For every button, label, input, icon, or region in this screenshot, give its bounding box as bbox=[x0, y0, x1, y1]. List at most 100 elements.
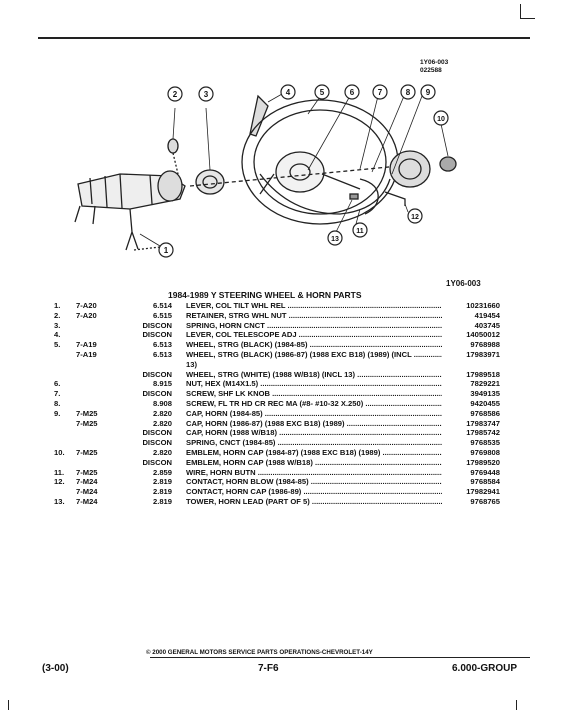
part-code: DISCON bbox=[142, 320, 172, 330]
part-description: WIRE, HORN BUTN ........................… bbox=[186, 467, 442, 477]
callout-10: 10 bbox=[437, 116, 445, 123]
part-number: 9769808 bbox=[470, 447, 500, 457]
ref-code-line: 022588 bbox=[420, 67, 442, 74]
part-page-ref: 7-M25 bbox=[76, 418, 98, 428]
part-number: 403745 bbox=[474, 320, 500, 330]
part-code: 6.515 bbox=[152, 310, 172, 320]
callout-7: 7 bbox=[378, 88, 383, 97]
part-code: 6.513 bbox=[152, 340, 172, 350]
part-code: 2.820 bbox=[152, 447, 172, 457]
callout-circle bbox=[372, 84, 388, 100]
part-description: NUT, HEX (M14X1.5) .....................… bbox=[186, 379, 442, 389]
part-code: DISCON bbox=[142, 330, 172, 340]
part-description: SCREW, SHF LK KNOB .....................… bbox=[186, 389, 442, 399]
part-number: 9768535 bbox=[470, 438, 500, 448]
part-row: DISCON EMBLEM, HORN CAP (1988 W/B18) ....… bbox=[48, 458, 500, 468]
callout-6: 6 bbox=[350, 88, 355, 97]
part-page-ref: 7-M24 bbox=[76, 496, 98, 506]
callout-circle bbox=[158, 242, 174, 258]
footer-rule bbox=[150, 657, 530, 658]
part-number: 17982941 bbox=[466, 487, 500, 497]
part-number: 9768765 bbox=[470, 496, 500, 506]
part-description: EMBLEM, HORN CAP (1988 W/B18) ..........… bbox=[186, 457, 442, 467]
callout-circle bbox=[433, 110, 449, 126]
callout-9: 9 bbox=[426, 88, 431, 97]
part-code: DISCON bbox=[142, 369, 172, 379]
part-item-number: 2. bbox=[54, 310, 61, 320]
callout-4: 4 bbox=[286, 88, 291, 97]
crop-mark bbox=[516, 700, 527, 710]
part-description: LEVER, COL TELESCOPE ADJ ...............… bbox=[186, 330, 442, 340]
part-page-ref: 7-M25 bbox=[76, 467, 98, 477]
part-code: 2.819 bbox=[152, 487, 172, 497]
crop-mark bbox=[520, 4, 535, 19]
part-page-ref: 7-M24 bbox=[76, 477, 98, 487]
footer-date: (3-00) bbox=[42, 663, 69, 674]
callout-11: 11 bbox=[356, 228, 364, 235]
part-number: 17989518 bbox=[466, 369, 500, 379]
part-description: SPRING, CNCT (1984-85) .................… bbox=[186, 438, 442, 448]
callout-circle bbox=[198, 86, 214, 102]
part-number: 17989520 bbox=[466, 457, 500, 467]
part-row: 4. DISCON LEVER, COL TELESCOPE ADJ .......… bbox=[48, 330, 500, 340]
part-description: EMBLEM, HORN CAP (1984-87) (1988 EXC B18… bbox=[186, 447, 442, 457]
part-item-number: 8. bbox=[54, 398, 61, 408]
callout-8: 8 bbox=[406, 88, 411, 97]
part-page-ref: 7-A19 bbox=[76, 349, 97, 359]
part-description: SPRING, HORN CNCT ......................… bbox=[186, 320, 442, 330]
callout-circle bbox=[167, 86, 183, 102]
part-page-ref: 7-M25 bbox=[76, 408, 98, 418]
part-number: 10231660 bbox=[466, 301, 500, 310]
callout-13: 13 bbox=[331, 236, 339, 243]
part-number: 17985742 bbox=[466, 428, 500, 438]
part-number: 17983971 bbox=[466, 349, 500, 359]
callout-5: 5 bbox=[320, 88, 325, 97]
callout-circle bbox=[400, 84, 416, 100]
part-description: TOWER, HORN LEAD (PART OF 5) ...........… bbox=[186, 496, 442, 506]
part-item-number: 4. bbox=[54, 330, 61, 340]
callout-circle bbox=[314, 84, 330, 100]
figure-label: 1Y06-003 bbox=[446, 279, 481, 288]
part-item-number: 12. bbox=[54, 477, 65, 487]
callout-circle bbox=[327, 230, 343, 246]
part-item-number: 1. bbox=[54, 301, 61, 310]
ref-code-line: 1Y06-003 bbox=[420, 59, 449, 66]
part-description: SCREW, FL TR HD CR REC MA (#8- #10-32 X.… bbox=[186, 398, 442, 408]
footer-group: 6.000-GROUP bbox=[452, 663, 518, 674]
part-item-number: 7. bbox=[54, 389, 61, 399]
part-item-number: 6. bbox=[54, 379, 61, 389]
callout-12: 12 bbox=[411, 214, 419, 221]
part-number: 3949135 bbox=[470, 389, 500, 399]
part-code: DISCON bbox=[142, 438, 172, 448]
part-description: 13) bbox=[186, 359, 197, 369]
part-number: 14050012 bbox=[466, 330, 500, 340]
part-code: DISCON bbox=[142, 457, 172, 467]
part-number: 419454 bbox=[474, 310, 500, 320]
part-row: DISCON SPRING, CNCT (1984-85) ...........… bbox=[48, 438, 500, 448]
part-code: 6.514 bbox=[152, 301, 172, 310]
part-page-ref: 7-A19 bbox=[76, 340, 97, 350]
part-item-number: 10. bbox=[54, 447, 65, 457]
part-code: 2.819 bbox=[152, 496, 172, 506]
callout-3: 3 bbox=[204, 90, 209, 99]
callout-circle bbox=[352, 222, 368, 238]
part-item-number: 11. bbox=[54, 467, 65, 477]
part-code: 2.819 bbox=[152, 477, 172, 487]
part-page-ref: 7-A20 bbox=[76, 310, 97, 320]
header-rule bbox=[38, 37, 530, 39]
part-row: 12. 7-M24 2.819 CONTACT, HORN BLOW (1984-85… bbox=[48, 477, 500, 487]
part-code: 2.820 bbox=[152, 408, 172, 418]
steering-wheel-diagram: 1 2 3 4 5 6 7 8 9 10 12 11 13 bbox=[74, 84, 457, 258]
part-description: CONTACT, HORN BLOW (1984-85) ...........… bbox=[186, 477, 442, 487]
part-description: WHEEL, STRG (BLACK) (1986-87) (1988 EXC … bbox=[186, 349, 442, 359]
